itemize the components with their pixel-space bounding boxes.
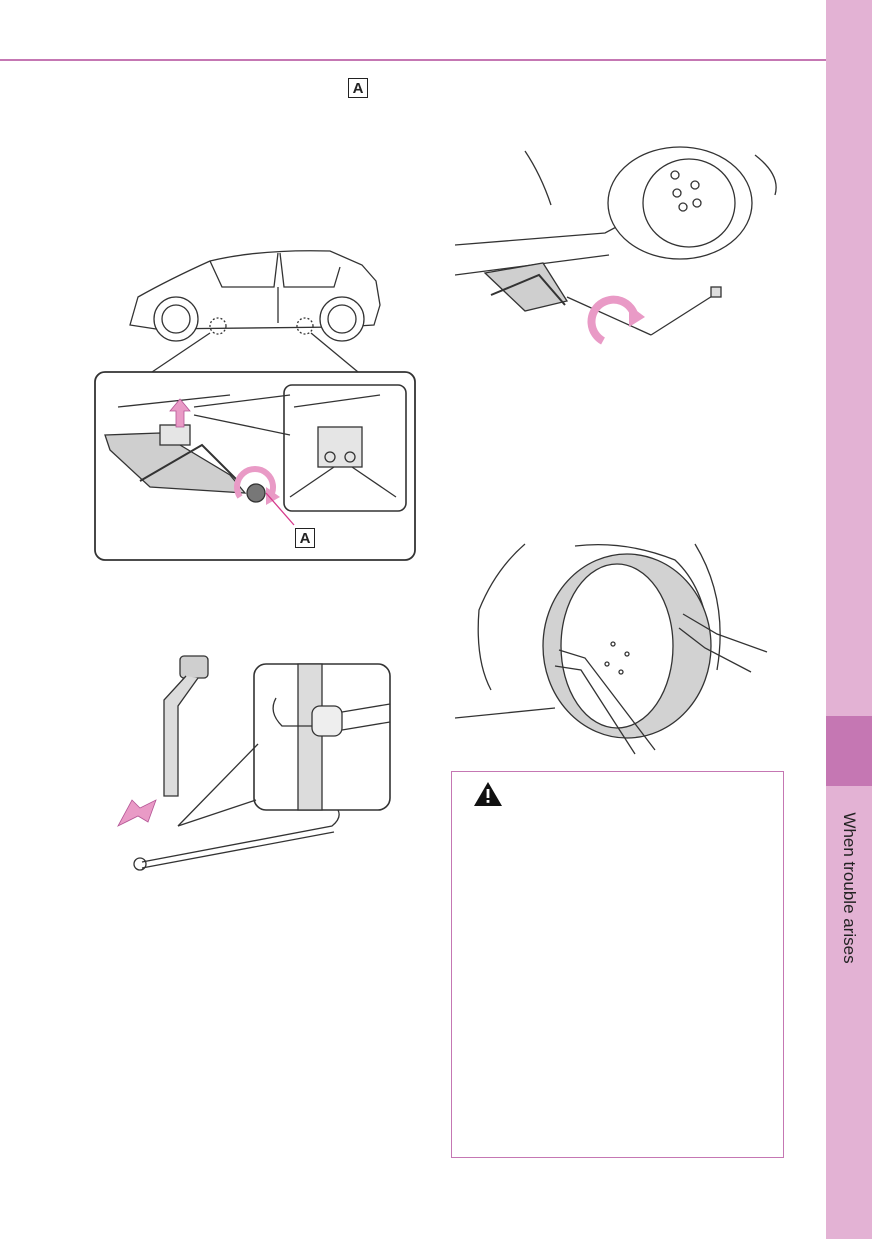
jack-raise-figure bbox=[455, 146, 777, 345]
side-tab-active[interactable] bbox=[826, 716, 872, 786]
wheel-removal-figure bbox=[455, 543, 768, 755]
warning-box bbox=[451, 771, 784, 1158]
side-tab-strip bbox=[826, 0, 872, 1239]
warning-triangle-icon bbox=[474, 782, 502, 806]
callout-label-a-header: A bbox=[348, 78, 368, 98]
jack-point-figure bbox=[94, 250, 416, 561]
header-rule bbox=[0, 59, 826, 61]
callout-label-a-jack: A bbox=[295, 528, 315, 548]
wrench-assembly-figure bbox=[117, 655, 391, 871]
section-label: When trouble arises bbox=[840, 812, 859, 964]
